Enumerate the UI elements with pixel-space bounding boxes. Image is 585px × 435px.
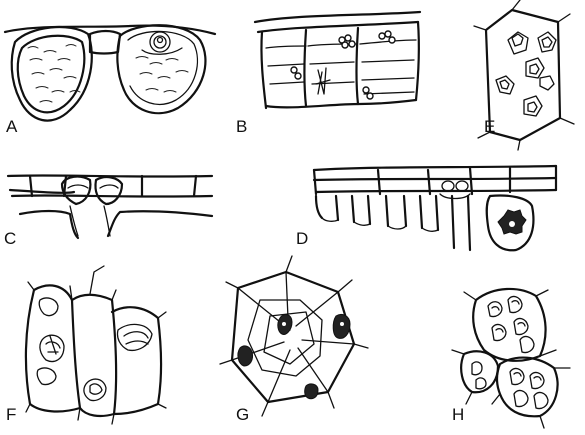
panel-label-a: A [6,117,18,136]
panel-h-drawing [451,287,571,429]
panel-label-g: G [236,405,249,424]
panel-label-h: H [452,405,464,424]
panel-label-c: C [4,229,16,248]
panel-g-drawing [219,255,369,417]
panel-label-b: B [236,117,247,136]
panel-c-drawing [6,174,214,240]
panel-f-drawing [24,265,167,425]
panel-a-drawing [3,24,217,122]
panel-label-e: E [484,117,495,136]
panel-label-d: D [296,229,308,248]
panel-label-f: F [6,405,16,424]
panel-e-drawing [473,0,575,151]
panel-d-drawing [312,164,558,252]
panel-b-drawing [253,10,422,110]
